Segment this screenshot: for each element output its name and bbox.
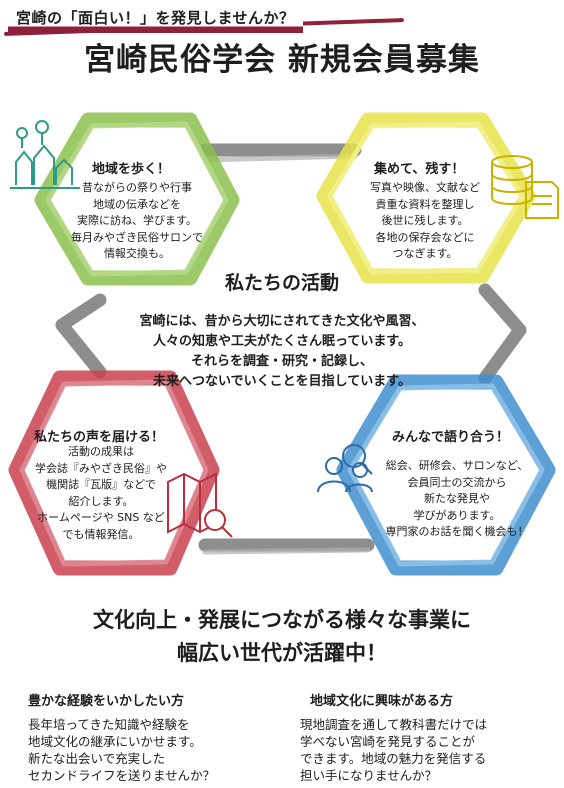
hex-voice-text: 活動の成果は 学会誌『みやざき民俗』や 機関誌『瓦版』などで 紹介します。 ホー…: [12, 444, 190, 543]
hex-voice-line: 紹介します。: [68, 494, 134, 508]
hex-talk-frame: [336, 374, 556, 576]
bottom-headline-line: 幅広い世代が活躍中！: [177, 641, 387, 665]
left-column-line: 長年培ってきた知識や経験を: [28, 717, 190, 732]
hex-talk-title: みんなで語り合う！: [392, 430, 510, 445]
hex-talk-line: 専門家のお話を聞く機会も！: [385, 525, 529, 538]
right-column-line: 学べない宮崎を発見することが: [300, 734, 476, 749]
hex-walk-line: 地域の伝承などを: [93, 197, 181, 211]
page-title: 宮崎民俗学会 新規会員募集: [84, 42, 480, 78]
hex-talk-line: 会員同士の交流から: [407, 475, 507, 489]
right-column-line: 現地調査を通して教科書だけでは: [300, 717, 488, 732]
right-column-text: 現地調査を通して教科書だけでは 学べない宮崎を発見することが できます。地域の魅…: [300, 716, 487, 784]
activities-line: 人々の知恵や工夫がたくさん眠っています。: [152, 334, 412, 349]
activities-line: それらを調査・研究・記録し、: [190, 354, 373, 369]
left-column-line: 地域文化の継承にいかせます。: [28, 734, 202, 749]
bottom-headline: 文化向上・発展につながる様々な事業に 幅広い世代が活躍中！: [0, 604, 564, 670]
hex-voice-line: でも情報発信。: [62, 527, 140, 541]
left-column-text: 長年培ってきた知識や経験を 地域文化の継承にいかせます。 新たな出会いで充実した…: [28, 716, 215, 784]
hex-walk-title: 地域を歩く！: [92, 162, 171, 177]
hex-voice-line: 学会誌『みやざき民俗』や: [35, 461, 167, 475]
hex-collect-frame: [316, 112, 536, 284]
hex-walk-line: 昔ながらの祭りや行事: [82, 181, 192, 194]
hex-voice-frame: [8, 370, 220, 576]
hex-talk-line: 新たな発見や: [424, 492, 490, 505]
hex-voice-line: 機関誌『瓦版』などで: [46, 478, 156, 491]
left-column-line: セカンドライフを送りませんか？: [28, 768, 216, 783]
activities-title: 私たちの活動: [224, 272, 339, 294]
hex-walk-line: 毎月みやざき民俗サロンで: [71, 230, 203, 244]
map-search-icon: [167, 472, 233, 538]
hex-walk-text: 昔ながらの祭りや行事 地域の伝承などを 実際に訪ね、学びます。 毎月みやざき民俗…: [42, 180, 232, 263]
hex-collect-line: 後世に残します。: [381, 214, 469, 227]
hex-voice-line: 活動の成果は: [68, 445, 134, 458]
hex-walk-frame: [34, 112, 240, 286]
hex-voice-title: 私たちの声を届ける！: [34, 430, 165, 445]
left-column-title: 豊かな経験をいかしたい方: [28, 694, 185, 709]
hex-talk-line: 学びがあります。: [413, 508, 501, 522]
bottom-headline-line: 文化向上・発展につながる様々な事業に: [93, 608, 471, 632]
hex-walk-line: 情報交換も。: [104, 247, 170, 260]
activities-line: 未来へつないでいくことを目指しています。: [153, 374, 411, 389]
hex-collect-title: 集めて、残す！: [374, 162, 465, 177]
hex-collect-line: つなぎます。: [392, 247, 458, 260]
hex-collect-line: 各地の保存会などに: [375, 230, 475, 244]
tagline: 宮崎の「面白い！」を発見しませんか？: [8, 4, 303, 33]
right-column-line: 担い手になりませんか？: [300, 768, 438, 783]
hex-collect-text: 写真や映像、文献など 貴重な資料を整理し 後世に残します。 各地の保存会などに …: [330, 180, 520, 263]
hex-collect-line: 貴重な資料を整理し: [375, 197, 475, 211]
hex-talk-line: 総会、研修会、サロンなど、: [385, 459, 529, 472]
connector-lines: [55, 143, 527, 552]
hex-voice-line: ホームページや SNS など: [37, 511, 165, 524]
people-search-icon: [317, 444, 373, 493]
activities-text: 宮崎には、昔から大切にされてきた文化や風習、 人々の知恵や工夫がたくさん眠ってい…: [0, 312, 564, 392]
people-map-pin-icon: [10, 120, 80, 189]
activities-line: 宮崎には、昔から大切にされてきた文化や風習、: [139, 314, 425, 329]
hex-talk-text: 総会、研修会、サロンなど、 会員同士の交流から 新たな発見や 学びがあります。 …: [368, 458, 546, 541]
hex-collect-line: 写真や映像、文献など: [370, 181, 480, 194]
right-column-line: できます。地域の魅力を発信する: [300, 751, 487, 766]
right-column-title: 地域文化に興味がある方: [310, 694, 454, 709]
hex-walk-line: 実際に訪ね、学びます。: [77, 214, 197, 227]
left-column-line: 新たな出会いで充実した: [28, 751, 166, 766]
database-document-icon: [491, 155, 559, 219]
